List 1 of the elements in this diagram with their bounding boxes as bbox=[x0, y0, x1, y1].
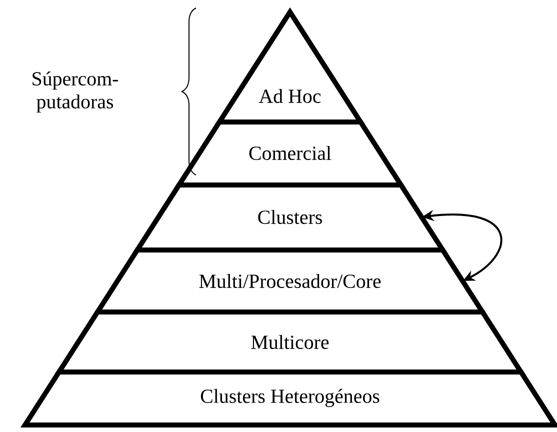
bracket-label: Súpercom- putadoras bbox=[32, 72, 118, 112]
